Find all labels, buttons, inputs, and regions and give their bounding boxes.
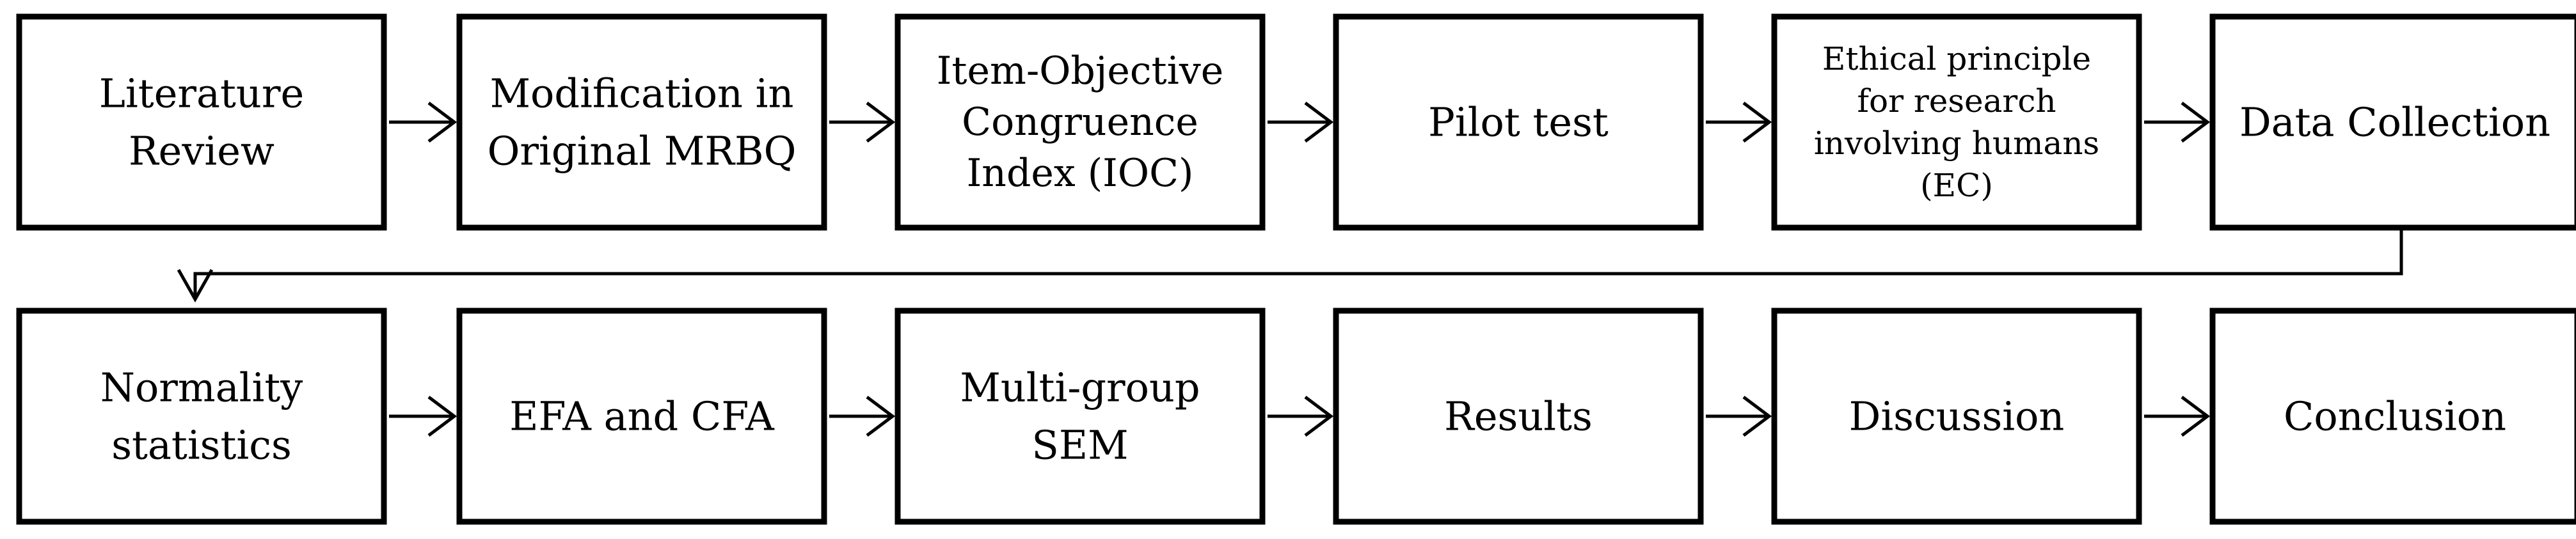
step-label-line: Multi-group bbox=[960, 364, 1200, 411]
step-label-line: for research bbox=[1857, 82, 2056, 120]
flow-arrow-head bbox=[866, 102, 896, 143]
step-box-border bbox=[2209, 13, 2576, 231]
flow-arrow-head bbox=[1304, 102, 1334, 143]
connectors bbox=[177, 102, 2403, 437]
step-label-line: Discussion bbox=[1849, 393, 2065, 440]
step-box-border bbox=[1771, 308, 2142, 525]
step-label-line: SEM bbox=[1031, 422, 1128, 469]
step-box-border bbox=[456, 308, 827, 525]
flow-arrow-head bbox=[866, 396, 896, 437]
step-label-line: Original MRBQ bbox=[488, 128, 797, 175]
step-label-line: Index (IOC) bbox=[967, 151, 1194, 196]
flow-arrow-head bbox=[1742, 102, 1772, 143]
step-box-border bbox=[894, 13, 1266, 231]
step-label-line: Review bbox=[129, 128, 274, 175]
flow-arrow-head bbox=[2181, 102, 2211, 143]
step-label-line: Literature bbox=[99, 70, 304, 117]
step-label-line: Item-Objective bbox=[937, 49, 1224, 93]
step-box: Normality statistics bbox=[16, 308, 387, 525]
step-label-line: Conclusion bbox=[2284, 393, 2506, 440]
step-box: Results bbox=[1333, 308, 1704, 525]
step-box: Pilot test bbox=[1333, 13, 1704, 231]
step-label-line: Results bbox=[1444, 393, 1593, 440]
step-box: Discussion bbox=[1771, 308, 2142, 525]
step-box-border bbox=[894, 308, 1266, 525]
step-box-border bbox=[16, 13, 387, 231]
flow-arrow-head bbox=[2181, 396, 2211, 437]
step-box-border bbox=[2209, 308, 2576, 525]
step-label-line: Congruence bbox=[962, 100, 1198, 145]
step-label-line: Ethical principle bbox=[1822, 40, 2091, 77]
step-box-border bbox=[1333, 308, 1704, 525]
flow-arrow-head bbox=[427, 102, 457, 143]
step-label-line: Modification in bbox=[490, 70, 794, 117]
step-label-line: Data Collection bbox=[2239, 99, 2550, 146]
flow-arrow-head bbox=[1304, 396, 1334, 437]
step-box: Ethical principle for research involving h… bbox=[1771, 13, 2142, 231]
step-label-line: (EC) bbox=[1920, 167, 1993, 204]
step-label-line: involving humans bbox=[1814, 125, 2099, 162]
row-wrap-arrow-head bbox=[177, 269, 214, 303]
step-label-line: Normality bbox=[100, 364, 303, 411]
step-box-border bbox=[1333, 13, 1704, 231]
step-box: Modification in Original MRBQ bbox=[456, 13, 827, 231]
step-box: Conclusion bbox=[2209, 308, 2576, 525]
flow-arrow-head bbox=[1742, 396, 1772, 437]
flow-arrow-head bbox=[427, 396, 457, 437]
step-label-line: statistics bbox=[111, 422, 292, 469]
step-box-border bbox=[456, 13, 827, 231]
step-label-line: EFA and CFA bbox=[509, 393, 775, 440]
step-box-border bbox=[16, 308, 387, 525]
step-label-line: Pilot test bbox=[1428, 99, 1609, 146]
row-wrap-connector bbox=[193, 230, 2403, 299]
step-box-border bbox=[1771, 13, 2142, 231]
step-box: EFA and CFA bbox=[456, 308, 827, 525]
step-box: Data Collection bbox=[2209, 13, 2576, 231]
